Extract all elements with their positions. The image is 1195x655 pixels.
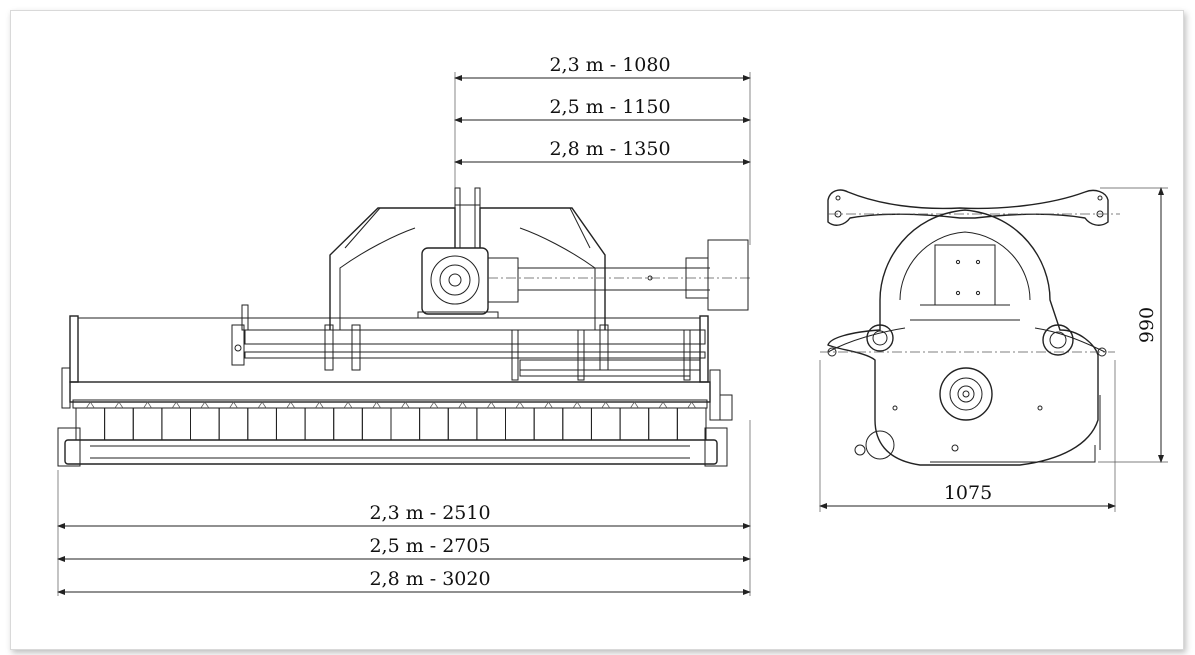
flail-segment — [505, 407, 535, 441]
flail-segment — [247, 407, 277, 441]
dim-label-top-3: 2,8 m - 1350 — [549, 138, 670, 160]
flail-segment — [333, 407, 363, 441]
dim-label-bottom-1: 2,3 m - 2510 — [369, 502, 490, 524]
flail-segment — [104, 407, 134, 441]
dim-label-side-width: 1075 — [944, 482, 992, 504]
bottom-dimensions: 2,3 m - 2510 2,5 m - 2705 2,8 m - 3020 — [57, 420, 751, 596]
flail-segment — [591, 407, 621, 441]
flail-segment — [419, 407, 449, 441]
flail-segment — [447, 407, 478, 441]
flail-segment — [648, 407, 678, 441]
side-view-mulcher — [820, 189, 1120, 466]
flail-segment — [276, 407, 306, 441]
flail-segment — [390, 407, 421, 441]
side-dimensions: 1075 990 — [819, 187, 1168, 512]
flail-segment — [676, 407, 707, 441]
flail-segment — [533, 407, 564, 441]
flail-segment — [619, 407, 650, 441]
flail-segment — [218, 407, 249, 441]
dim-label-side-height: 990 — [1136, 307, 1158, 343]
flail-segment — [190, 407, 220, 441]
flail-segment — [476, 407, 506, 441]
dim-label-bottom-3: 2,8 m - 3020 — [369, 568, 490, 590]
flail-segment — [562, 407, 592, 441]
top-dimensions: 2,3 m - 1080 2,5 m - 1150 2,8 m - 1350 — [454, 54, 751, 245]
flail-segment — [161, 407, 191, 441]
dim-label-top-1: 2,3 m - 1080 — [549, 54, 670, 76]
dim-label-top-2: 2,5 m - 1150 — [549, 96, 670, 118]
dim-label-bottom-2: 2,5 m - 2705 — [369, 535, 490, 557]
front-view-mulcher — [57, 187, 750, 467]
flail-segment — [361, 407, 392, 441]
flail-segment — [304, 407, 335, 441]
flail-segment — [132, 407, 163, 441]
